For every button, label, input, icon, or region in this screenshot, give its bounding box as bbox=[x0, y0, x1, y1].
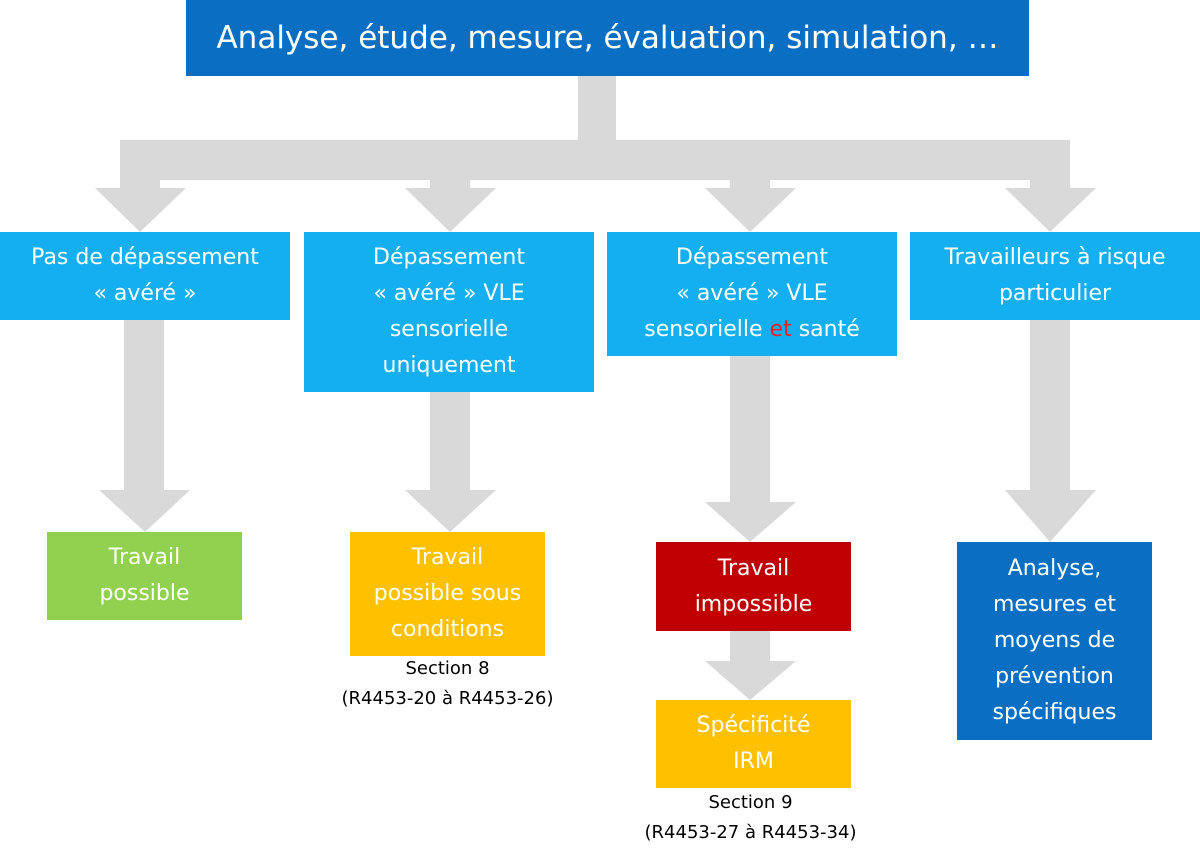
category-line: Dépassement bbox=[373, 245, 525, 270]
outcome-specific-prevention: Analyse, mesures et moyens de prévention… bbox=[957, 542, 1152, 740]
branch-stem-2 bbox=[430, 176, 470, 190]
category-line: « avéré » VLE bbox=[373, 281, 525, 306]
category-line: particulier bbox=[998, 281, 1112, 306]
down-stem-5 bbox=[730, 631, 770, 663]
outcome-line: mesures et bbox=[992, 592, 1117, 617]
reference-line: Section 8 bbox=[405, 658, 490, 679]
trunk-connector bbox=[578, 76, 616, 142]
branch-arrowhead-4 bbox=[1005, 188, 1096, 232]
sub-outcome-line: IRM bbox=[733, 749, 774, 774]
highlighted-conjunction: et bbox=[769, 317, 792, 342]
branch-arrowhead-2 bbox=[405, 188, 496, 232]
outcome-line: Travail bbox=[717, 555, 790, 581]
category-line: Dépassement bbox=[676, 245, 828, 270]
reference-section-9: Section 9 (R4453-27 à R4453-34) bbox=[603, 788, 898, 848]
category-text-before: sensorielle bbox=[644, 317, 770, 342]
branch-arrowhead-3 bbox=[705, 188, 796, 232]
category-line-mixed: sensorielle et santé bbox=[644, 312, 860, 348]
outcome-work-conditional: Travail possible sous conditions bbox=[350, 532, 545, 656]
category-line: sensorielle bbox=[389, 317, 509, 342]
category-line: « avéré » bbox=[93, 281, 197, 306]
branch-stem-1 bbox=[120, 176, 160, 190]
outcome-line: Analyse, bbox=[1007, 556, 1102, 581]
category-sensory-health-exceedance: Dépassement « avéré » VLE sensorielle et… bbox=[607, 232, 897, 356]
outcome-line: impossible bbox=[694, 591, 813, 617]
outcome-line: prévention bbox=[995, 664, 1114, 689]
category-line: uniquement bbox=[382, 353, 516, 378]
category-text-after: santé bbox=[791, 317, 860, 342]
outcome-work-impossible: Travail impossible bbox=[656, 542, 851, 631]
category-line: Pas de dépassement bbox=[31, 245, 259, 270]
down-stem-2 bbox=[430, 392, 470, 492]
branch-stem-4 bbox=[1030, 176, 1070, 190]
category-at-risk-workers: Travailleurs à risque particulier bbox=[910, 232, 1200, 320]
down-arrowhead-1 bbox=[99, 490, 190, 532]
category-sensory-exceedance: Dépassement « avéré » VLE sensorielle un… bbox=[304, 232, 594, 392]
reference-line: (R4453-20 à R4453-26) bbox=[341, 688, 554, 709]
sub-outcome-mri: Spécificité IRM bbox=[656, 700, 851, 788]
branch-arrowhead-1 bbox=[95, 188, 186, 232]
reference-line: Section 9 bbox=[708, 792, 793, 813]
outcome-line: spécifiques bbox=[992, 700, 1117, 725]
category-line: Travailleurs à risque bbox=[944, 245, 1166, 270]
outcome-line: Travail bbox=[108, 545, 181, 570]
down-arrowhead-5 bbox=[705, 661, 796, 700]
down-stem-1 bbox=[124, 320, 164, 492]
reference-section-8: Section 8 (R4453-20 à R4453-26) bbox=[300, 654, 595, 714]
down-stem-3 bbox=[730, 356, 770, 504]
down-arrowhead-3 bbox=[705, 502, 796, 542]
header-title: Analyse, étude, mesure, évaluation, simu… bbox=[216, 20, 999, 56]
down-stem-4 bbox=[1030, 320, 1070, 492]
horizontal-connector bbox=[120, 140, 1070, 180]
outcome-work-possible: Travail possible bbox=[47, 532, 242, 620]
down-arrowhead-2 bbox=[405, 490, 496, 532]
outcome-line: moyens de bbox=[993, 628, 1116, 653]
category-no-exceedance: Pas de dépassement « avéré » bbox=[0, 232, 290, 320]
category-line: « avéré » VLE bbox=[676, 281, 828, 306]
reference-line: (R4453-27 à R4453-34) bbox=[644, 822, 857, 843]
down-arrowhead-4 bbox=[1005, 490, 1096, 542]
outcome-line: Travail bbox=[411, 545, 484, 570]
outcome-line: conditions bbox=[390, 617, 505, 642]
branch-stem-3 bbox=[730, 176, 770, 190]
outcome-line: possible sous bbox=[373, 581, 522, 606]
sub-outcome-line: Spécificité bbox=[696, 713, 811, 738]
outcome-line: possible bbox=[99, 581, 190, 606]
header-box: Analyse, étude, mesure, évaluation, simu… bbox=[186, 0, 1029, 76]
